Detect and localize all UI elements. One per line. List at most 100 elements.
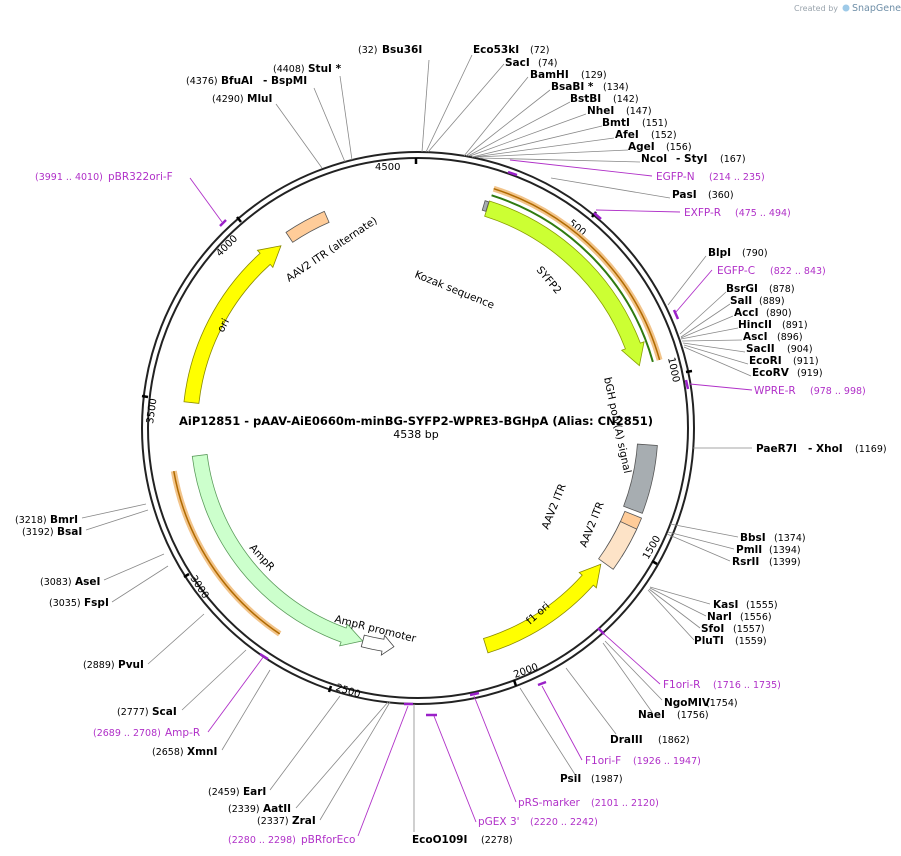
primer-leader-egfp-n (509, 159, 653, 177)
site-name-bmri: BmrI (50, 514, 78, 526)
leader-agei (475, 149, 629, 158)
leader-bsrgi (679, 291, 727, 335)
site-pos-ecori: (911) (793, 356, 819, 367)
site-name-naei: NaeI (638, 709, 665, 721)
primer-marker-egfp-c (672, 309, 680, 320)
site-name-pluti: PluTI (694, 635, 724, 647)
site-pos-bsai: (3192) (22, 527, 54, 538)
primer-leader-pbr322ori-f (189, 177, 223, 223)
feature-label-aav2-itr-1: AAV2 ITR (540, 482, 569, 531)
leader-blpi (667, 255, 707, 306)
leader-bfuai (313, 87, 346, 163)
site-name-bfuai: BfuAI (221, 75, 253, 87)
site-pos-ecorv: (919) (797, 368, 823, 379)
leader-hincii (680, 327, 739, 340)
site-pos-scai: (2777) (117, 707, 149, 718)
leader-stui (339, 75, 353, 161)
site-pos-bmri: (3218) (15, 515, 47, 526)
leader-sfoi (648, 588, 701, 629)
feature-aav2-itr-alternate-8 (285, 210, 330, 243)
site-name-bsabi: BsaBI * (551, 81, 594, 93)
site-name-xmni: XmnI (187, 746, 217, 758)
site-name-hincii: HincII (738, 319, 772, 331)
feature-accent-arc (173, 471, 281, 635)
site-name-bstbi: BstBI (570, 93, 601, 105)
site-name-saci: SacI (505, 57, 530, 69)
site-name-ecori: EcoRI (749, 355, 782, 367)
leader-asei (103, 553, 165, 581)
feature-ori-7 (183, 245, 282, 404)
site-name-zrai: ZraI (292, 815, 316, 827)
site-pos-xmni: (2658) (152, 747, 184, 758)
leader-acci (680, 315, 734, 339)
site-name-mlui: MluI (247, 93, 272, 105)
site-name-acci: AccI (734, 307, 758, 319)
site-name-nhei: NheI (587, 105, 614, 117)
feature-bgh-poly-a-signal-1 (623, 443, 658, 514)
leader-bsabi (465, 89, 551, 157)
primer-name-egfp-c: EGFP-C (717, 265, 755, 277)
feature-label-aav2-itr-2: AAV2 ITR (578, 500, 607, 549)
primer-name-exfp-r: EXFP-R (684, 207, 721, 219)
primer-range-egfp-n: (214 .. 235) (709, 172, 765, 183)
site-name-psii: PsiI (560, 773, 581, 785)
site-name-bmti: BmtI (602, 117, 630, 129)
site-name-pasi: PasI (672, 189, 697, 201)
site-pos-bbsi: (1374) (774, 533, 806, 544)
site-name-ecoo109i: EcoO109I (412, 834, 467, 846)
backbone-inner-ring (147, 157, 689, 699)
leader-nhei (469, 113, 587, 157)
primer-marker-wpre-r (684, 379, 690, 390)
site-pos-bsrgi: (878) (769, 284, 795, 295)
site-name-asei: AseI (75, 576, 100, 588)
leader-mlui (275, 103, 323, 169)
tick-mark-3000 (183, 572, 190, 579)
leader-bstbi (467, 101, 571, 157)
backbone-outer-ring (141, 151, 695, 705)
watermark-prefix: Created by (794, 4, 838, 13)
site-pos-pluti: (1559) (735, 636, 767, 647)
primer-name-f1ori-f: F1ori-F (585, 755, 621, 767)
primer-leader-pgex3 (433, 715, 477, 823)
primer-labels: EGFP-N (214 .. 235) EXFP-R (475 .. 494) … (35, 171, 866, 846)
site-pos-eari: (2459) (208, 787, 240, 798)
primer-markers (219, 170, 690, 717)
primer-range-egfp-c: (822 .. 843) (770, 266, 826, 277)
primer-range-f1ori-f: (1926 .. 1947) (633, 756, 701, 767)
leader-zrai (319, 701, 391, 821)
leader-bmri (81, 503, 147, 519)
site-name-nari: NarI (707, 611, 732, 623)
leader-bamhi (463, 76, 529, 157)
tick-mark-2500 (327, 685, 333, 693)
primer-range-f1ori-r: (1716 .. 1735) (713, 680, 781, 691)
site-pos-pvui: (2889) (83, 660, 115, 671)
primer-leader-amp-r (207, 655, 265, 733)
primer-range-pbrforeco: (2280 .. 2298) (228, 835, 296, 846)
site-pos-asci: (896) (777, 332, 803, 343)
primer-leader-prs-marker (473, 695, 517, 803)
leader-draiii (565, 667, 617, 735)
feature-kozak-sequence-9 (481, 200, 490, 212)
tick-mark-3500 (141, 394, 149, 399)
snapgene-logo-icon (842, 4, 850, 12)
site-pos-naei: (1756) (677, 710, 709, 721)
site-pos-bsu36i: (32) (358, 45, 378, 56)
site-name-paer7i: PaeR7I (756, 443, 797, 455)
leader-kasi (649, 586, 711, 605)
site-pos-kasi: (1555) (746, 600, 778, 611)
primer-marker-pbr322ori-f (219, 219, 227, 227)
site-pos-sali: (889) (759, 296, 785, 307)
feature-accent-arc (493, 187, 661, 361)
feature-ampr-promoter-5 (360, 634, 395, 656)
leader-pmli (667, 531, 735, 550)
watermark-brand: SnapGene (852, 3, 901, 14)
site-pos-asei: (3083) (40, 577, 72, 588)
site-leader-lines (81, 54, 752, 832)
primer-name-f1ori-r: F1ori-R (663, 679, 700, 691)
tick-label-1000: 1000 (665, 356, 681, 383)
site-pos-saci: (74) (538, 58, 558, 69)
leader-eari (269, 695, 341, 791)
primer-range-pbr322ori-f: (3991 .. 4010) (35, 172, 103, 183)
site-pos-paer7i: (1169) (855, 444, 887, 455)
plasmid-length: 4538 bp (393, 428, 438, 441)
